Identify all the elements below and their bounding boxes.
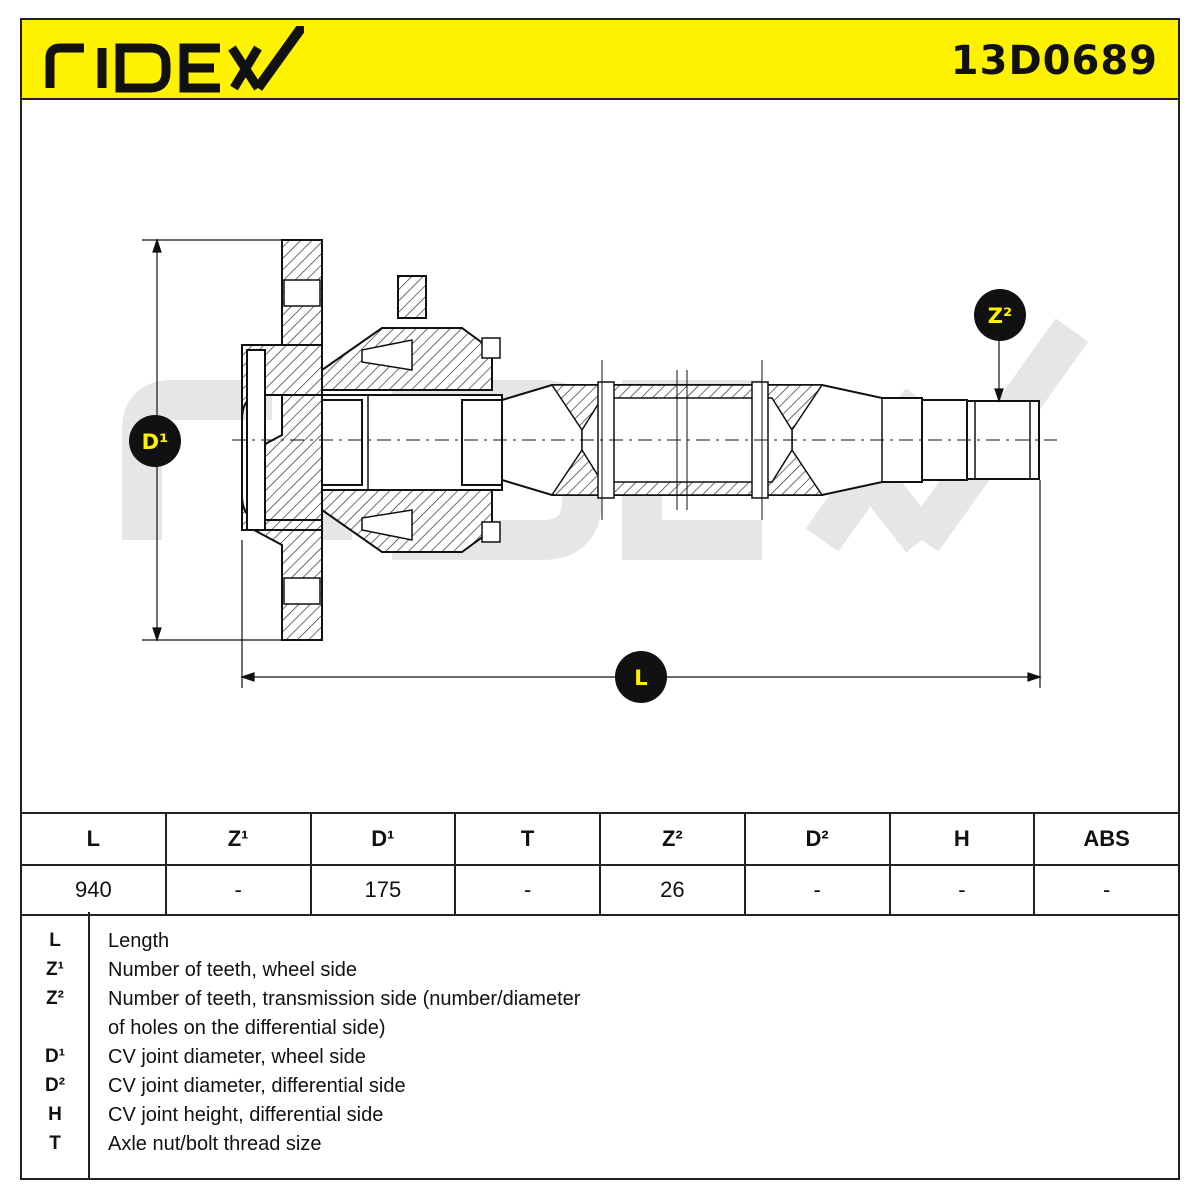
spec-table-value-row: 940 - 175 - 26 - - - — [20, 864, 1180, 916]
legend-item: L Length — [20, 930, 1180, 959]
value-l: 940 — [20, 864, 167, 916]
legend-text: Axle nut/bolt thread size — [108, 1133, 322, 1155]
callout-l: L — [615, 651, 667, 703]
callout-z2: Z² — [974, 289, 1026, 341]
bearing-housing — [321, 275, 501, 553]
legend-key: H — [48, 1104, 62, 1125]
value-t: - — [454, 864, 601, 916]
legend-item: D¹ CV joint diameter, wheel side — [20, 1046, 1180, 1075]
col-header-h: H — [888, 812, 1036, 866]
value-d2: - — [743, 864, 891, 916]
svg-text:Z²: Z² — [988, 304, 1012, 328]
legend-item: Z² Number of teeth, transmission side (n… — [20, 988, 1180, 1017]
legend-key: D² — [44, 1075, 66, 1096]
legend-key: Z¹ — [46, 959, 64, 980]
spec-table: L Z¹ D¹ T Z² D² H ABS 940 - 175 - 26 - -… — [20, 812, 1180, 916]
value-abs: - — [1033, 864, 1180, 916]
col-header-z2: Z² — [599, 812, 746, 866]
value-z1: - — [164, 864, 312, 916]
legend-key: L — [49, 930, 61, 951]
legend-text: CV joint diameter, differential side — [108, 1075, 406, 1097]
svg-text:D¹: D¹ — [142, 430, 169, 454]
legend-text: Number of teeth, transmission side (numb… — [108, 988, 581, 1010]
value-h: - — [888, 864, 1036, 916]
spec-table-header-row: L Z¹ D¹ T Z² D² H ABS — [20, 812, 1180, 866]
value-z2: 26 — [599, 864, 746, 916]
callout-d1: D¹ — [129, 415, 181, 467]
legend-item: of holes on the differential side) — [20, 1017, 1180, 1046]
legend-divider — [88, 912, 90, 1180]
col-header-z1: Z¹ — [164, 812, 312, 866]
svg-text:L: L — [634, 666, 647, 690]
col-header-l: L — [20, 812, 167, 866]
legend-text: Number of teeth, wheel side — [108, 959, 358, 981]
col-header-t: T — [454, 812, 601, 866]
part-number: 13D0689 — [950, 38, 1158, 84]
legend-text: CV joint diameter, wheel side — [108, 1046, 366, 1068]
legend-text: Length — [108, 930, 170, 952]
hub-bore — [321, 394, 503, 491]
legend: L Length Z¹ Number of teeth, wheel side … — [20, 912, 1180, 1180]
col-header-d2: D² — [743, 812, 891, 866]
col-header-abs: ABS — [1033, 812, 1180, 866]
header-bar: 13D0689 — [20, 18, 1180, 100]
legend-key: T — [49, 1133, 61, 1154]
legend-text: of holes on the differential side) — [108, 1017, 386, 1039]
legend-item: Z¹ Number of teeth, wheel side — [20, 959, 1180, 988]
legend-key: D¹ — [44, 1046, 66, 1067]
brand-logo — [45, 26, 304, 93]
value-d1: 175 — [309, 864, 457, 916]
legend-key: Z² — [46, 988, 64, 1009]
z2-pointer — [994, 340, 1004, 403]
driveshaft-drawing: D¹ Z² L — [122, 238, 1089, 703]
legend-item: H CV joint height, differential side — [20, 1104, 1180, 1133]
legend-text: CV joint height, differential side — [108, 1104, 384, 1126]
legend-item: D² CV joint diameter, differential side — [20, 1075, 1180, 1104]
col-header-d1: D¹ — [309, 812, 457, 866]
legend-item: T Axle nut/bolt thread size — [20, 1133, 1180, 1162]
